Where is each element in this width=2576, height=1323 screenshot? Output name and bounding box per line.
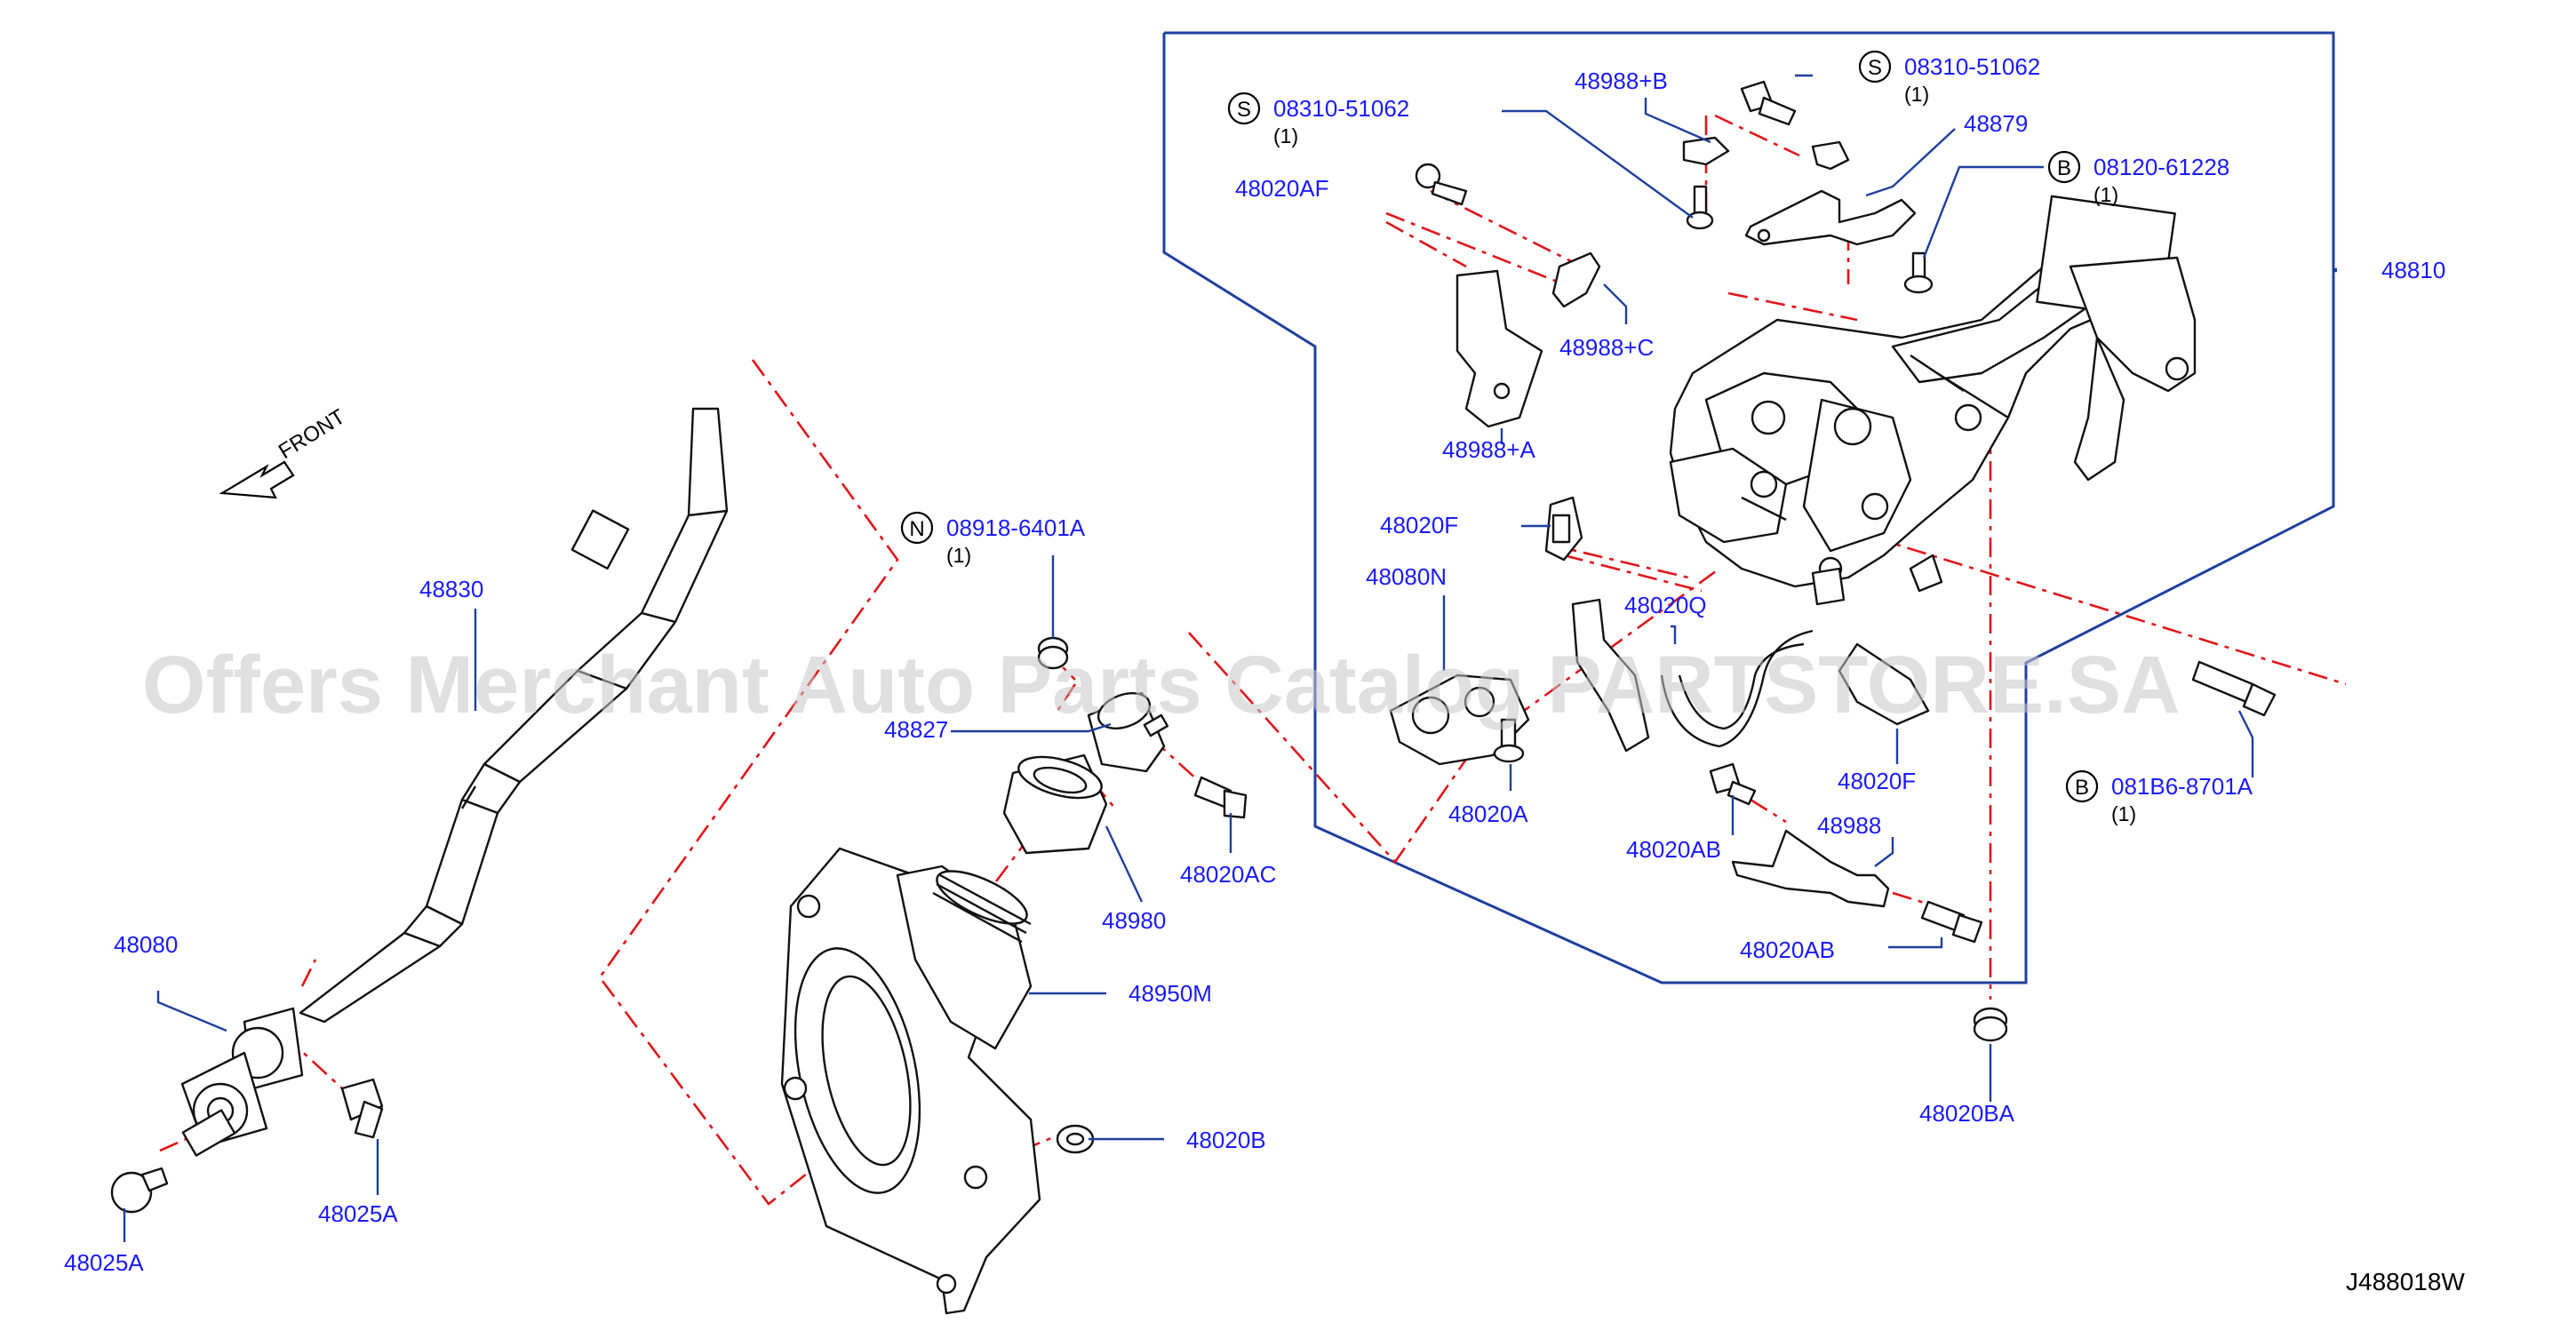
bolt-08310-right[interactable] <box>1740 80 1797 126</box>
front-arrow: FRONT <box>219 404 350 499</box>
bracket-48988-b[interactable] <box>1682 136 1730 166</box>
label-48020f-lower[interactable]: 48020F <box>1838 768 1916 794</box>
label-48879[interactable]: 48879 <box>1964 110 2028 137</box>
qty-08310-right: (1) <box>1904 83 1929 106</box>
qty-08120: (1) <box>2093 183 2118 206</box>
label-48988-c[interactable]: 48988+C <box>1559 334 1654 361</box>
symbol-s-right-circle <box>1858 50 1892 84</box>
label-08310-left[interactable]: 08310-51062 <box>1273 95 1409 122</box>
front-label: FRONT <box>275 404 350 464</box>
part-labels: 48830 48080 48025A 48025A 48827 48980 48… <box>64 50 2465 1295</box>
label-08918[interactable]: 08918-6401A <box>946 514 1086 541</box>
symbol-n-circle <box>900 511 934 545</box>
clip-48020f-lower[interactable] <box>1838 642 1930 726</box>
symbol-n: N <box>909 517 924 541</box>
label-48988-a[interactable]: 48988+A <box>1442 436 1535 463</box>
column-hole-cover[interactable] <box>775 847 1041 1315</box>
label-48950m[interactable]: 48950M <box>1128 980 1212 1007</box>
symbol-b-upper-circle <box>2047 150 2081 184</box>
clip-48020f-upper[interactable] <box>1544 496 1583 562</box>
label-48020f-upper[interactable]: 48020F <box>1380 512 1458 538</box>
harness-48020q[interactable] <box>1571 598 1814 753</box>
watermark: Offers Merchant Auto Parts Catalog PARTS… <box>142 640 2181 730</box>
label-48080[interactable]: 48080 <box>114 931 178 958</box>
label-08120[interactable]: 08120-61228 <box>2093 154 2229 180</box>
bracket-48879[interactable] <box>1744 140 1917 246</box>
label-48080n[interactable]: 48080N <box>1366 563 1447 590</box>
symbol-b-lower: B <box>2075 776 2089 800</box>
bracket-48988-c[interactable] <box>1551 251 1601 308</box>
qty-08310-left: (1) <box>1273 124 1298 147</box>
diagram-code: J488018W <box>2346 1268 2465 1295</box>
nut-48020ba[interactable] <box>1973 1007 2008 1042</box>
bolt-48020ab-lower[interactable] <box>1920 900 1983 944</box>
qty-081b6: (1) <box>2111 802 2136 825</box>
bolt-48020af[interactable] <box>1415 163 1468 206</box>
label-08310-right[interactable]: 08310-51062 <box>1904 53 2040 80</box>
bolt-48020ab-upper[interactable] <box>1709 762 1757 806</box>
label-48830[interactable]: 48830 <box>419 576 483 602</box>
label-48988-b[interactable]: 48988+B <box>1575 68 1668 94</box>
label-48810[interactable]: 48810 <box>2381 257 2445 283</box>
bolt-081b6[interactable] <box>2191 660 2277 717</box>
label-48020af[interactable]: 48020AF <box>1235 175 1329 202</box>
bolt-48020a[interactable] <box>1493 718 1525 763</box>
symbol-s-left: S <box>1237 98 1251 122</box>
joint-48080n[interactable] <box>1389 673 1530 766</box>
bolt-48025a-upper[interactable] <box>340 1078 384 1139</box>
symbol-s-right: S <box>1868 56 1882 80</box>
symbol-b-lower-circle <box>2065 769 2099 803</box>
bearing[interactable] <box>1087 687 1169 773</box>
label-48827[interactable]: 48827 <box>884 716 948 743</box>
symbol-s-left-circle <box>1227 92 1261 125</box>
universal-joint[interactable] <box>180 1007 304 1157</box>
bolt-08310-left[interactable] <box>1686 185 1714 230</box>
bracket-48988[interactable] <box>1731 829 1890 908</box>
bolt-08120[interactable] <box>1903 251 1934 294</box>
steering-column-assembly[interactable] <box>1669 195 2197 606</box>
label-48020q[interactable]: 48020Q <box>1624 592 1707 618</box>
label-48980[interactable]: 48980 <box>1102 907 1166 934</box>
label-081b6[interactable]: 081B6-8701A <box>2111 773 2253 800</box>
intermediate-shaft[interactable] <box>299 407 729 1024</box>
qty-08918: (1) <box>946 544 971 567</box>
label-48020b[interactable]: 48020B <box>1186 1127 1266 1153</box>
symbol-b-upper: B <box>2057 156 2071 180</box>
label-48020ac[interactable]: 48020AC <box>1180 861 1276 888</box>
label-48020ab-upper[interactable]: 48020AB <box>1626 836 1721 863</box>
label-48025a-lower[interactable]: 48025A <box>64 1249 144 1276</box>
label-48988[interactable]: 48988 <box>1817 812 1881 839</box>
nut-48020b[interactable] <box>1056 1124 1095 1154</box>
bolt-48020ac[interactable] <box>1193 776 1248 819</box>
label-48025a-upper[interactable]: 48025A <box>318 1200 398 1227</box>
bolt-48025a-lower[interactable] <box>110 1167 169 1214</box>
label-48020a[interactable]: 48020A <box>1448 801 1528 827</box>
seal[interactable] <box>1002 749 1108 855</box>
label-48020ba[interactable]: 48020BA <box>1919 1100 2015 1127</box>
bracket-48988-a[interactable] <box>1455 269 1543 428</box>
nut-08918[interactable] <box>1037 636 1069 670</box>
label-48020ab-lower[interactable]: 48020AB <box>1740 936 1835 963</box>
leader-lines <box>123 74 2337 1242</box>
